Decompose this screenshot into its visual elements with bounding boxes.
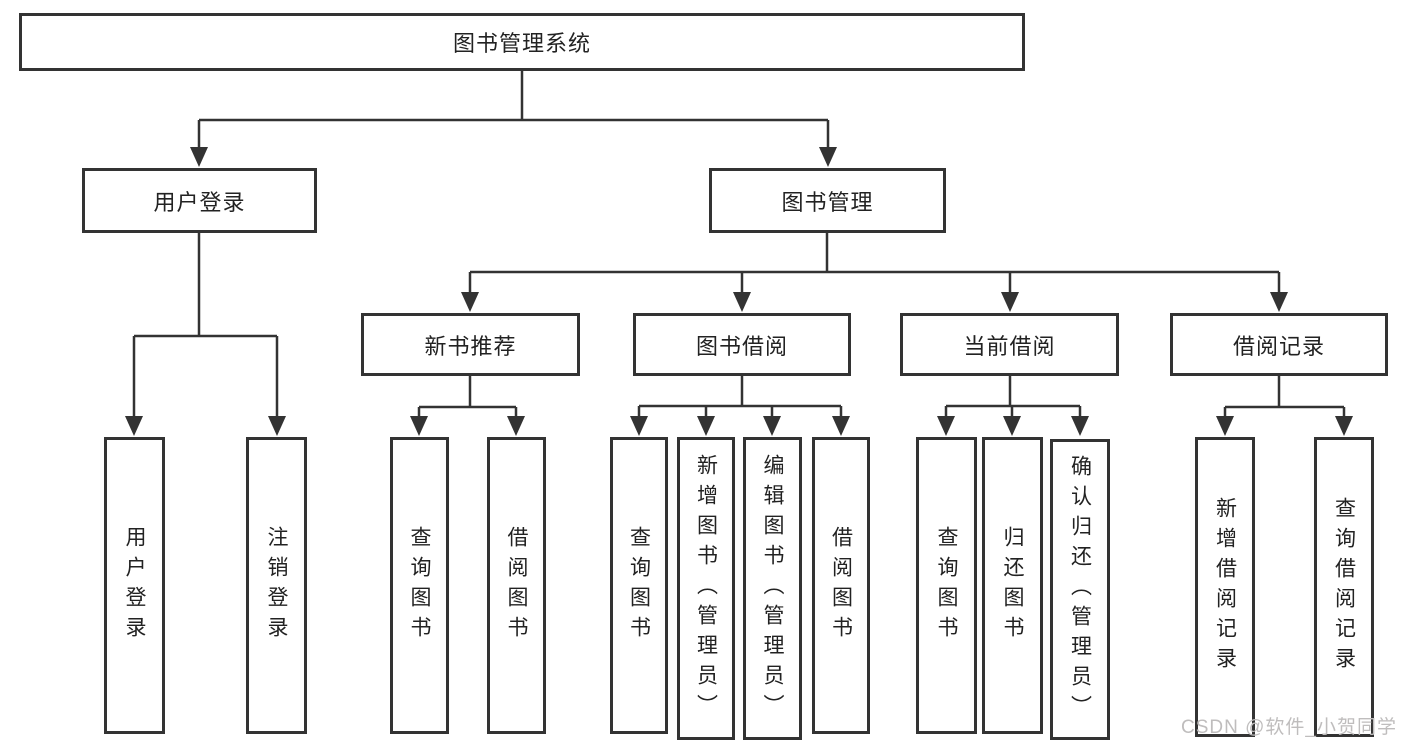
arrow-down-icon (819, 147, 837, 167)
arrow-down-icon (763, 416, 781, 436)
arrow-down-icon (1003, 416, 1021, 436)
arrow-down-icon (630, 416, 648, 436)
node-current-borrow-label: 当前借阅 (963, 333, 1056, 359)
arrow-down-icon (697, 416, 715, 436)
node-book-management: 图书管理 (709, 168, 946, 233)
node-user-login-label: 用户登录 (153, 189, 246, 215)
leaf-records-add-record-label: 新增借阅记录 (1213, 497, 1237, 677)
arrow-down-icon (832, 416, 850, 436)
leaf-current-query-books: 查询图书 (916, 437, 977, 734)
leaf-recommend-query-books-label: 查询图书 (408, 525, 431, 646)
node-current-borrow: 当前借阅 (900, 313, 1119, 376)
leaf-user-login-label: 用户登录 (123, 525, 146, 646)
arrow-down-icon (733, 292, 751, 312)
arrow-down-icon (268, 416, 286, 436)
arrow-down-icon (190, 147, 208, 167)
arrow-down-icon (1001, 292, 1019, 312)
leaf-borrow-edit-books-admin: 编辑图书（管理员） (743, 437, 802, 740)
leaf-recommend-borrow-books-label: 借阅图书 (505, 525, 528, 646)
leaf-logout-label: 注销登录 (265, 525, 288, 646)
leaf-records-add-record: 新增借阅记录 (1195, 437, 1255, 737)
node-book-borrow: 图书借阅 (633, 313, 851, 376)
csdn-watermark: CSDN @软件_小贺同学 (1181, 717, 1397, 738)
leaf-records-query-record-label: 查询借阅记录 (1332, 497, 1356, 677)
leaf-logout: 注销登录 (246, 437, 307, 734)
arrow-down-icon (507, 416, 525, 436)
node-borrow-records-label: 借阅记录 (1232, 333, 1325, 359)
arrow-down-icon (461, 292, 479, 312)
arrow-down-icon (410, 416, 428, 436)
node-new-book-recommend: 新书推荐 (361, 313, 580, 376)
node-borrow-records: 借阅记录 (1170, 313, 1388, 376)
leaf-borrow-borrow-books-label: 借阅图书 (829, 525, 853, 646)
leaf-borrow-add-books-admin-label: 新增图书（管理员） (694, 453, 718, 724)
leaf-current-return-books-label: 归还图书 (1001, 525, 1024, 646)
node-book-borrow-label: 图书借阅 (695, 333, 788, 359)
arrow-down-icon (1270, 292, 1288, 312)
leaf-borrow-add-books-admin: 新增图书（管理员） (677, 437, 735, 740)
arrow-down-icon (1071, 416, 1089, 436)
leaf-recommend-query-books: 查询图书 (390, 437, 449, 734)
arrow-down-icon (1335, 416, 1353, 436)
node-book-management-label: 图书管理 (781, 189, 874, 215)
leaf-current-return-books: 归还图书 (982, 437, 1043, 734)
leaf-current-confirm-return-admin: 确认归还（管理员） (1050, 439, 1110, 740)
leaf-borrow-query-books-label: 查询图书 (627, 525, 651, 646)
leaf-records-query-record: 查询借阅记录 (1314, 437, 1374, 737)
node-new-book-recommend-label: 新书推荐 (424, 333, 517, 359)
leaf-current-confirm-return-admin-label: 确认归还（管理员） (1068, 454, 1092, 725)
leaf-borrow-edit-books-admin-label: 编辑图书（管理员） (761, 453, 784, 724)
node-library-system: 图书管理系统 (19, 13, 1025, 71)
leaf-recommend-borrow-books: 借阅图书 (487, 437, 546, 734)
arrow-down-icon (937, 416, 955, 436)
leaf-current-query-books-label: 查询图书 (935, 525, 958, 646)
node-library-system-label: 图书管理系统 (452, 31, 591, 56)
leaf-borrow-borrow-books: 借阅图书 (812, 437, 870, 734)
leaf-user-login: 用户登录 (104, 437, 165, 734)
arrow-down-icon (125, 416, 143, 436)
leaf-borrow-query-books: 查询图书 (610, 437, 668, 734)
arrow-down-icon (1216, 416, 1234, 436)
node-user-login: 用户登录 (82, 168, 317, 233)
